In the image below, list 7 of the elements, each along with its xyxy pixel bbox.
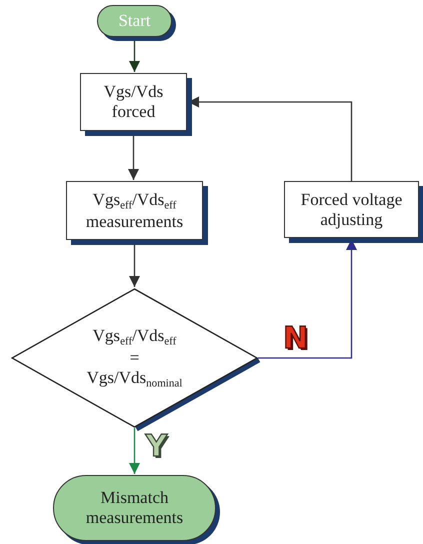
step-text: Forced voltage adjusting: [300, 190, 404, 230]
step-text: Vgs/Vds forced: [102, 82, 164, 122]
step-text: Vgs$_{eff}$/Vds$_{eff}$ measurements: [84, 190, 184, 232]
condition-text: Vgs$_{eff}$/Vds$_{eff}$ = Vgs/Vds$_{nominal}$: [86, 326, 182, 390]
step-text: Start: [118, 11, 151, 31]
arrow: [129, 428, 140, 474]
step-text: Mismatch measurements: [84, 488, 184, 528]
